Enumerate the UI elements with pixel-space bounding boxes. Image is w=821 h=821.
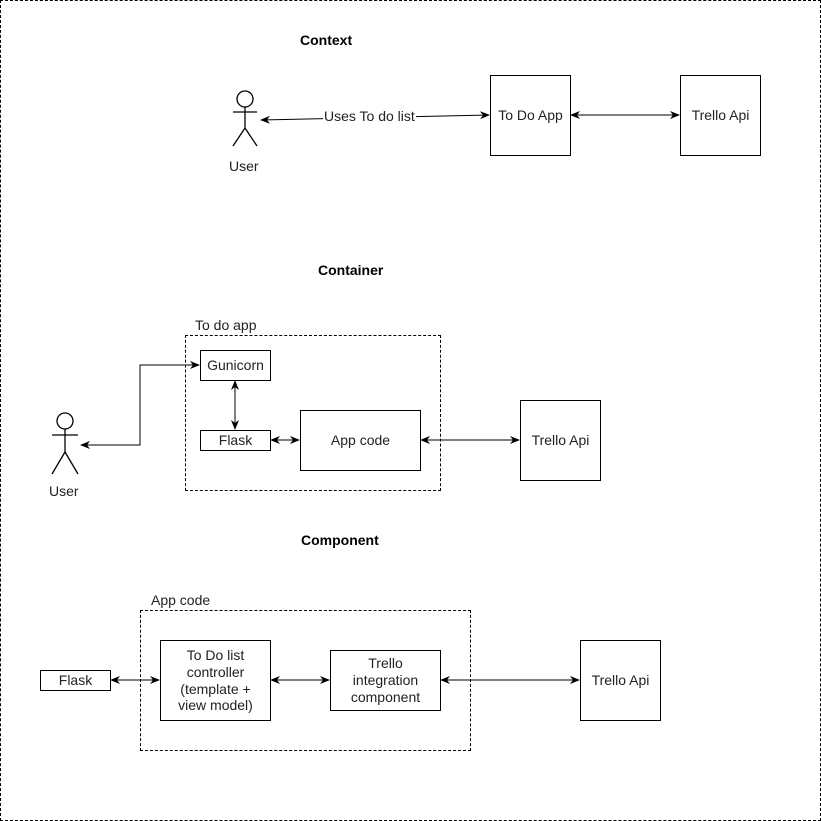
container-user-to-gunicorn-edge	[80, 361, 200, 449]
context-heading: Context	[300, 32, 353, 48]
context-todo-app-box: To Do App	[490, 75, 571, 156]
gunicorn-box: Gunicorn	[200, 350, 271, 381]
context-trello-api-label: Trello Api	[691, 107, 750, 123]
container-flask-box: Flask	[200, 430, 271, 451]
container-group-label: To do app	[195, 317, 257, 333]
container-trello-api-label: Trello Api	[531, 432, 590, 449]
context-todo-app-label: To Do App	[498, 107, 563, 123]
container-user-label: User	[49, 483, 79, 499]
context-edge-label: Uses To do list	[323, 108, 416, 124]
trello-integration-label: Trello integration component	[350, 655, 421, 705]
component-group-label: App code	[151, 592, 211, 608]
container-todo-app-group	[185, 335, 441, 491]
app-code-label: App code	[330, 432, 391, 449]
component-trello-api-box: Trello Api	[580, 640, 661, 721]
gunicorn-label: Gunicorn	[207, 357, 264, 374]
container-trello-api-box: Trello Api	[520, 400, 601, 481]
trello-integration-box: Trello integration component	[330, 650, 441, 711]
context-user-actor	[232, 90, 258, 147]
container-heading: Container	[318, 262, 384, 278]
context-trello-api-box: Trello Api	[680, 75, 761, 156]
controller-label: To Do list controller (template + view m…	[178, 646, 253, 714]
container-flask-label: Flask	[218, 432, 253, 449]
component-flask-box: Flask	[40, 670, 111, 691]
controller-box: To Do list controller (template + view m…	[160, 640, 271, 721]
component-app-code-group	[140, 610, 471, 751]
component-trello-api-label: Trello Api	[591, 672, 650, 689]
app-code-box: App code	[300, 410, 421, 471]
context-user-label: User	[229, 158, 259, 174]
component-heading: Component	[301, 532, 379, 548]
component-flask-label: Flask	[58, 672, 93, 689]
container-user-actor	[51, 412, 79, 475]
